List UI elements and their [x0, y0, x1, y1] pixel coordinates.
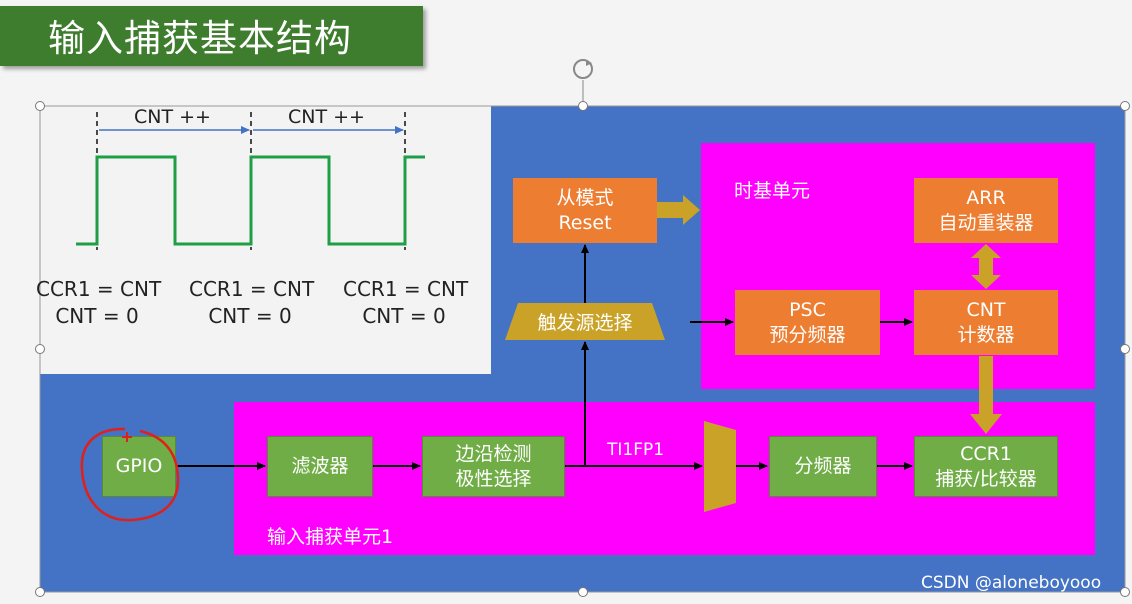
- resize-handle-bl[interactable]: [35, 587, 45, 597]
- divider-label: 分频器: [794, 455, 852, 477]
- ccr1-block: CCR1 捕获/比较器: [914, 436, 1058, 497]
- event-label-2: CCR1 = CNT CNT = 0: [189, 276, 315, 330]
- cnt-increment-label-1: CNT ++: [134, 106, 211, 128]
- multiplexer-shape: [704, 421, 736, 512]
- event-1-line1: CCR1 = CNT: [36, 277, 162, 301]
- slave-mode-line2: Reset: [558, 211, 612, 234]
- resize-handle-tl[interactable]: [35, 101, 45, 111]
- event-2-line2: CNT = 0: [208, 304, 292, 328]
- edge-detect-block: 边沿检测 极性选择: [422, 436, 565, 497]
- input-capture-unit-label: 输入捕获单元1: [267, 526, 394, 548]
- slave-mode-line1: 从模式: [556, 186, 614, 209]
- event-1-line2: CNT = 0: [55, 304, 139, 328]
- resize-handle-br[interactable]: [1120, 587, 1130, 597]
- ccr1-line1: CCR1: [960, 442, 1012, 465]
- filter-block: 滤波器: [267, 436, 373, 497]
- square-wave: [76, 155, 425, 246]
- event-3-line2: CNT = 0: [362, 304, 446, 328]
- red-annotation-circle: [80, 427, 180, 522]
- title-bar: [0, 6, 423, 66]
- slide-title: 输入捕获基本结构: [48, 17, 352, 60]
- resize-handle-r[interactable]: [1120, 344, 1130, 354]
- psc-line2: 预分频器: [769, 323, 846, 346]
- psc-line1: PSC: [789, 298, 826, 321]
- divider-block: 分频器: [769, 436, 877, 497]
- cnt-to-ccr1-arrow: [970, 356, 1002, 434]
- resize-handle-b[interactable]: [578, 587, 588, 597]
- arr-line1: ARR: [966, 186, 1006, 209]
- event-3-line1: CCR1 = CNT: [343, 277, 469, 301]
- trigger-select-label: 触发源选择: [537, 312, 633, 334]
- trigger-select-block: [505, 303, 665, 340]
- edge-detect-line2: 极性选择: [455, 467, 532, 490]
- filter-label: 滤波器: [291, 455, 349, 477]
- gpio-block: GPIO: [102, 436, 176, 497]
- resize-handle-tr[interactable]: [1120, 101, 1130, 111]
- event-label-3: CCR1 = CNT CNT = 0: [343, 276, 469, 330]
- arr-cnt-double-arrow: [971, 244, 1001, 289]
- resize-handle-t[interactable]: [578, 101, 588, 111]
- slave-mode-block: 从模式 Reset: [513, 178, 657, 243]
- rotate-icon: [573, 59, 593, 79]
- waveform-panel: [40, 106, 491, 374]
- event-label-1: CCR1 = CNT CNT = 0: [36, 276, 162, 330]
- ccr1-line2: 捕获/比较器: [935, 467, 1037, 490]
- cnt-line2: 计数器: [957, 323, 1015, 346]
- slave-to-timebase-arrow: [657, 195, 700, 225]
- event-2-line1: CCR1 = CNT: [189, 277, 315, 301]
- cnt-block: CNT 计数器: [914, 290, 1058, 355]
- cnt-line1: CNT: [966, 298, 1006, 321]
- arr-block: ARR 自动重装器: [914, 178, 1058, 243]
- timebase-unit-label: 时基单元: [734, 180, 811, 202]
- psc-block: PSC 预分频器: [735, 290, 880, 355]
- gpio-label: GPIO: [115, 455, 163, 477]
- cnt-increment-label-2: CNT ++: [288, 106, 365, 128]
- edge-detect-line1: 边沿检测: [455, 442, 532, 465]
- ti1fp1-label: TI1FP1: [607, 440, 665, 460]
- arr-line2: 自动重装器: [938, 211, 1034, 234]
- resize-handle-l[interactable]: [35, 344, 45, 354]
- watermark: CSDN @aloneboyooo: [921, 573, 1102, 593]
